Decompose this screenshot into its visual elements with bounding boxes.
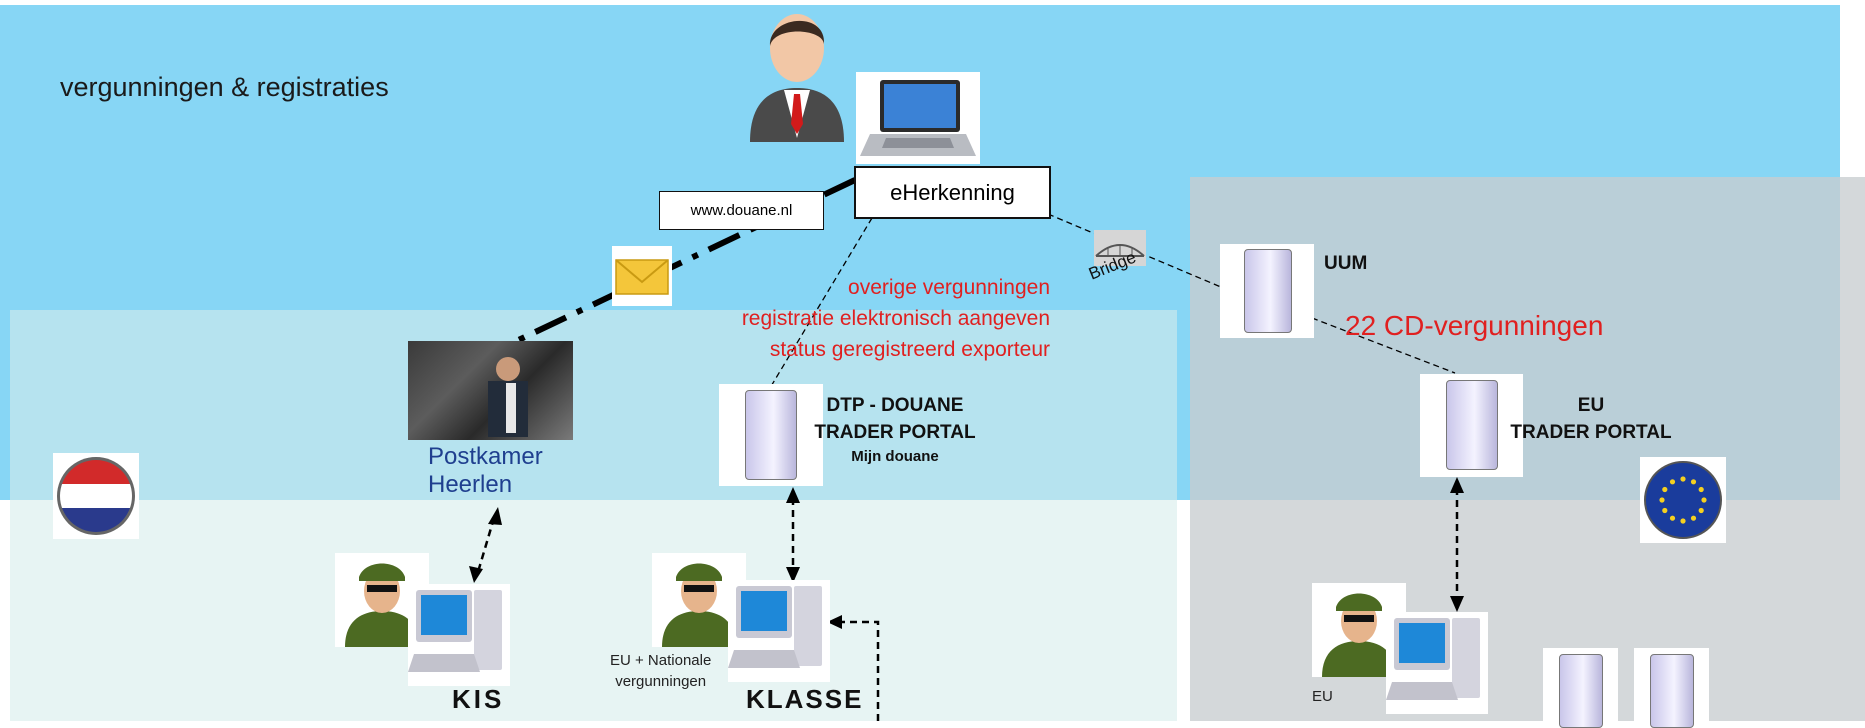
dtp-sub: Mijn douane — [851, 448, 939, 465]
uum-server-icon — [1220, 244, 1314, 338]
eherkenning-label: eHerkenning — [854, 166, 1051, 219]
eu-portal-line2: TRADER PORTAL — [1510, 422, 1672, 443]
eu-portal-line1: EU — [1577, 395, 1605, 416]
arrowhead — [469, 566, 483, 583]
server-icon — [1634, 648, 1709, 728]
cd-licenses-label: 22 CD-vergunningen — [1345, 310, 1604, 341]
postkamer-kis-arrow — [476, 517, 496, 573]
dtp-label: DTP - DOUANE TRADER PORTAL Mijn douane — [790, 392, 1000, 468]
server-icon — [1543, 648, 1618, 728]
desktop-computer-icon — [408, 584, 510, 686]
arrowhead — [1450, 596, 1464, 612]
diagram-title: vergunningen & registraties — [60, 72, 389, 102]
eu-flag-icon — [1640, 457, 1726, 543]
netherlands-flag-icon — [53, 453, 139, 539]
dtp-line1: DTP - DOUANE — [826, 395, 964, 416]
laptop-icon — [856, 72, 980, 164]
arrowhead — [827, 615, 842, 629]
business-person-icon — [742, 6, 852, 142]
kis-label: KIS — [452, 684, 505, 714]
desktop-computer-icon — [1386, 612, 1488, 714]
eherkenning-dtp-line — [769, 217, 873, 389]
eu-portal-label: EU TRADER PORTAL — [1490, 392, 1692, 446]
red-label-overige: overige vergunningen — [848, 276, 1050, 299]
klasse-note-line1: EU + Nationale — [610, 652, 712, 669]
arrowhead — [786, 567, 800, 583]
office-worker-photo — [408, 341, 573, 440]
envelope-icon — [612, 246, 672, 306]
uum-label: UUM — [1324, 253, 1368, 274]
netherlands-zone-upper — [10, 310, 1177, 500]
arrowhead — [488, 507, 502, 525]
postkamer-line1: Postkamer — [428, 443, 543, 470]
bridge-icon — [1094, 230, 1146, 266]
red-label-registratie: registratie elektronisch aangeven — [741, 307, 1050, 330]
postkamer-line2: Heerlen — [428, 471, 513, 498]
arrowhead — [786, 487, 800, 503]
postkamer-label: Postkamer Heerlen — [428, 443, 543, 499]
dtp-server-icon — [719, 384, 823, 486]
arrowhead — [1450, 477, 1464, 493]
eu-small-label: EU — [1312, 688, 1333, 705]
eu-portal-server-icon — [1420, 374, 1523, 477]
red-label-status: status geregistreerd exporteur — [769, 338, 1050, 361]
dtp-line2: TRADER PORTAL — [814, 422, 976, 443]
klasse-note-line2: vergunningen — [615, 673, 707, 690]
klasse-note: EU + Nationale vergunningen — [610, 650, 711, 692]
dtp-services-list: overige vergunningen registratie elektro… — [660, 272, 1050, 365]
uum-eu-portal-line — [1311, 317, 1456, 374]
netherlands-zone-lower — [10, 500, 1177, 721]
klasse-feedback-arrow — [840, 620, 880, 721]
desktop-computer-icon — [728, 580, 830, 682]
klasse-label: KLASSE — [746, 684, 864, 714]
eherkenning-uum-line — [1047, 213, 1229, 291]
website-label[interactable]: www.douane.nl — [659, 191, 824, 230]
